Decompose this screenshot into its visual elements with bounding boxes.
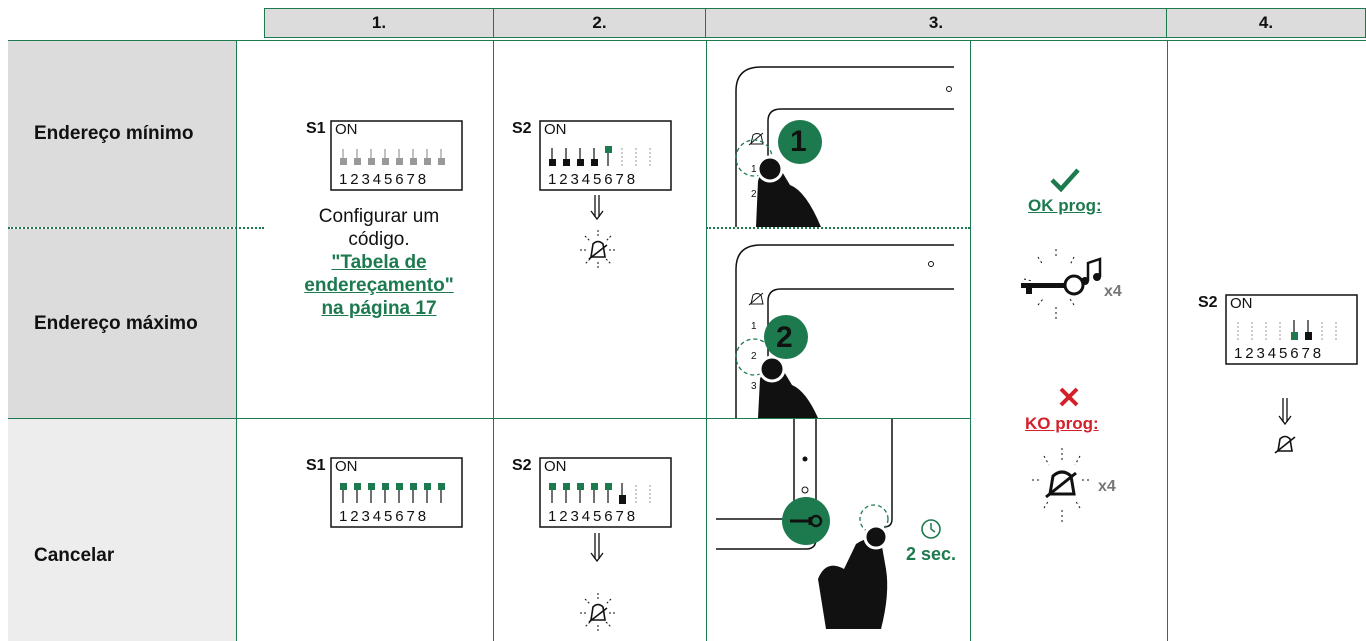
- dip-switch-s1-top: S1 ON 12345678: [306, 120, 464, 192]
- arrow-down-icon: [590, 533, 604, 563]
- grid-vline-5: [1167, 40, 1168, 641]
- dip-switch-s1-top-graphic: [330, 120, 463, 191]
- monitor-key-press-graphic: [716, 419, 941, 629]
- config-text-line2: código.: [348, 229, 410, 250]
- ko-prog-label: KO prog:: [1025, 414, 1099, 433]
- blinking-bell-icon: [580, 230, 616, 270]
- row-header-min: Endereço mínimo: [8, 41, 236, 227]
- grid-line-cancel: [8, 418, 970, 419]
- monitor-step-2: 2 1 2 3: [706, 229, 970, 418]
- step-number-1: 1: [790, 125, 807, 158]
- ko-count: x4: [1098, 478, 1116, 495]
- divider-dotted-left: [8, 227, 264, 229]
- monitor-button-label-1: 1: [751, 321, 757, 332]
- row-label-cancel: Cancelar: [34, 545, 115, 566]
- config-text: Configurar um código. "Tabela de endereç…: [264, 205, 494, 320]
- config-text-line1: Configurar um: [318, 206, 440, 227]
- header-col-3-label: 3.: [928, 13, 944, 32]
- dip-switch-on-label: ON: [335, 458, 358, 475]
- dip-switch-s1-label: S1: [306, 120, 326, 137]
- header-col-4-label: 4.: [1258, 13, 1274, 32]
- header-col-1: 1.: [264, 8, 494, 38]
- dip-switch-positions: 12345678: [548, 171, 638, 188]
- monitor-button-label-2: 2: [751, 189, 757, 200]
- ok-prog-label: OK prog:: [1028, 196, 1102, 215]
- dip-switch-s2-final: S2 ON 12345678: [1198, 294, 1360, 366]
- dip-switch-s2-cancel-graphic: [539, 457, 672, 528]
- grid-vline-4: [970, 40, 971, 641]
- monitor-step-1-graphic: [735, 66, 954, 227]
- blinking-bell-icon: [1032, 448, 1092, 524]
- grid-vline-3: [706, 40, 707, 641]
- dip-switch-on-label: ON: [335, 121, 358, 138]
- grid-vline-2: [493, 40, 494, 641]
- grid-vline-1: [236, 40, 237, 641]
- dip-switch-s2-top: S2 ON 12345678: [512, 120, 674, 192]
- cross-icon: [1059, 387, 1079, 407]
- dip-switch-s2-final-graphic: [1225, 294, 1358, 365]
- dip-switch-s2-top-graphic: [539, 120, 672, 191]
- bell-icon: [1274, 435, 1296, 454]
- lock-key-blink-icon: [1021, 249, 1102, 319]
- dip-switch-on-label: ON: [544, 121, 567, 138]
- row-header-cancel: Cancelar: [8, 419, 236, 641]
- dip-switch-s1-cancel-label: S1: [306, 457, 326, 474]
- monitor-button-label-1: 1: [751, 164, 757, 175]
- dip-switch-positions: 12345678: [1234, 345, 1324, 362]
- dip-switch-s2-cancel: S2 ON 12345678: [512, 457, 674, 529]
- divider-dotted-col3: [706, 227, 970, 229]
- dip-switch-s2-final-label: S2: [1198, 294, 1218, 311]
- monitor-key-press: 2 sec.: [706, 419, 970, 641]
- dip-switch-positions: 12345678: [339, 171, 429, 188]
- header-col-3: 3.: [706, 8, 1167, 38]
- header-col-2-label: 2.: [592, 13, 607, 32]
- dip-switch-positions: 12345678: [548, 508, 638, 525]
- checkmark-icon: [1050, 168, 1080, 192]
- monitor-button-label-2: 2: [751, 351, 757, 362]
- dip-switch-positions: 12345678: [339, 508, 429, 525]
- row-header-max: Endereço máximo: [8, 229, 236, 418]
- grid-line-top: [8, 40, 1366, 41]
- dip-switch-on-label: ON: [544, 458, 567, 475]
- address-table-link-2[interactable]: endereçamento": [304, 275, 454, 296]
- ok-count: x4: [1104, 283, 1122, 300]
- address-table-link-3[interactable]: na página 17: [321, 298, 437, 319]
- header-col-2: 2.: [494, 8, 706, 38]
- blinking-bell-icon: [580, 593, 616, 633]
- dip-switch-on-label: ON: [1230, 295, 1253, 312]
- address-table-link-1[interactable]: "Tabela de: [331, 252, 427, 273]
- monitor-step-2-graphic: [735, 244, 954, 418]
- arrow-down-icon: [590, 195, 604, 221]
- header-col-1-label: 1.: [371, 13, 387, 32]
- monitor-step-1: 1 1 2: [706, 41, 970, 227]
- header-col-4: 4.: [1167, 8, 1366, 38]
- duration-label: 2 sec.: [906, 544, 957, 564]
- row-label-min: Endereço mínimo: [34, 123, 194, 144]
- step-number-2: 2: [776, 321, 793, 354]
- row-label-max: Endereço máximo: [34, 312, 198, 334]
- arrow-down-icon: [1278, 398, 1292, 426]
- dip-switch-s2-label: S2: [512, 120, 532, 137]
- dip-switch-s1-cancel: S1 ON 12345678: [306, 457, 464, 529]
- dip-switch-s2-cancel-label: S2: [512, 457, 532, 474]
- dip-switch-s1-cancel-graphic: [330, 457, 463, 528]
- monitor-button-label-3: 3: [751, 381, 757, 392]
